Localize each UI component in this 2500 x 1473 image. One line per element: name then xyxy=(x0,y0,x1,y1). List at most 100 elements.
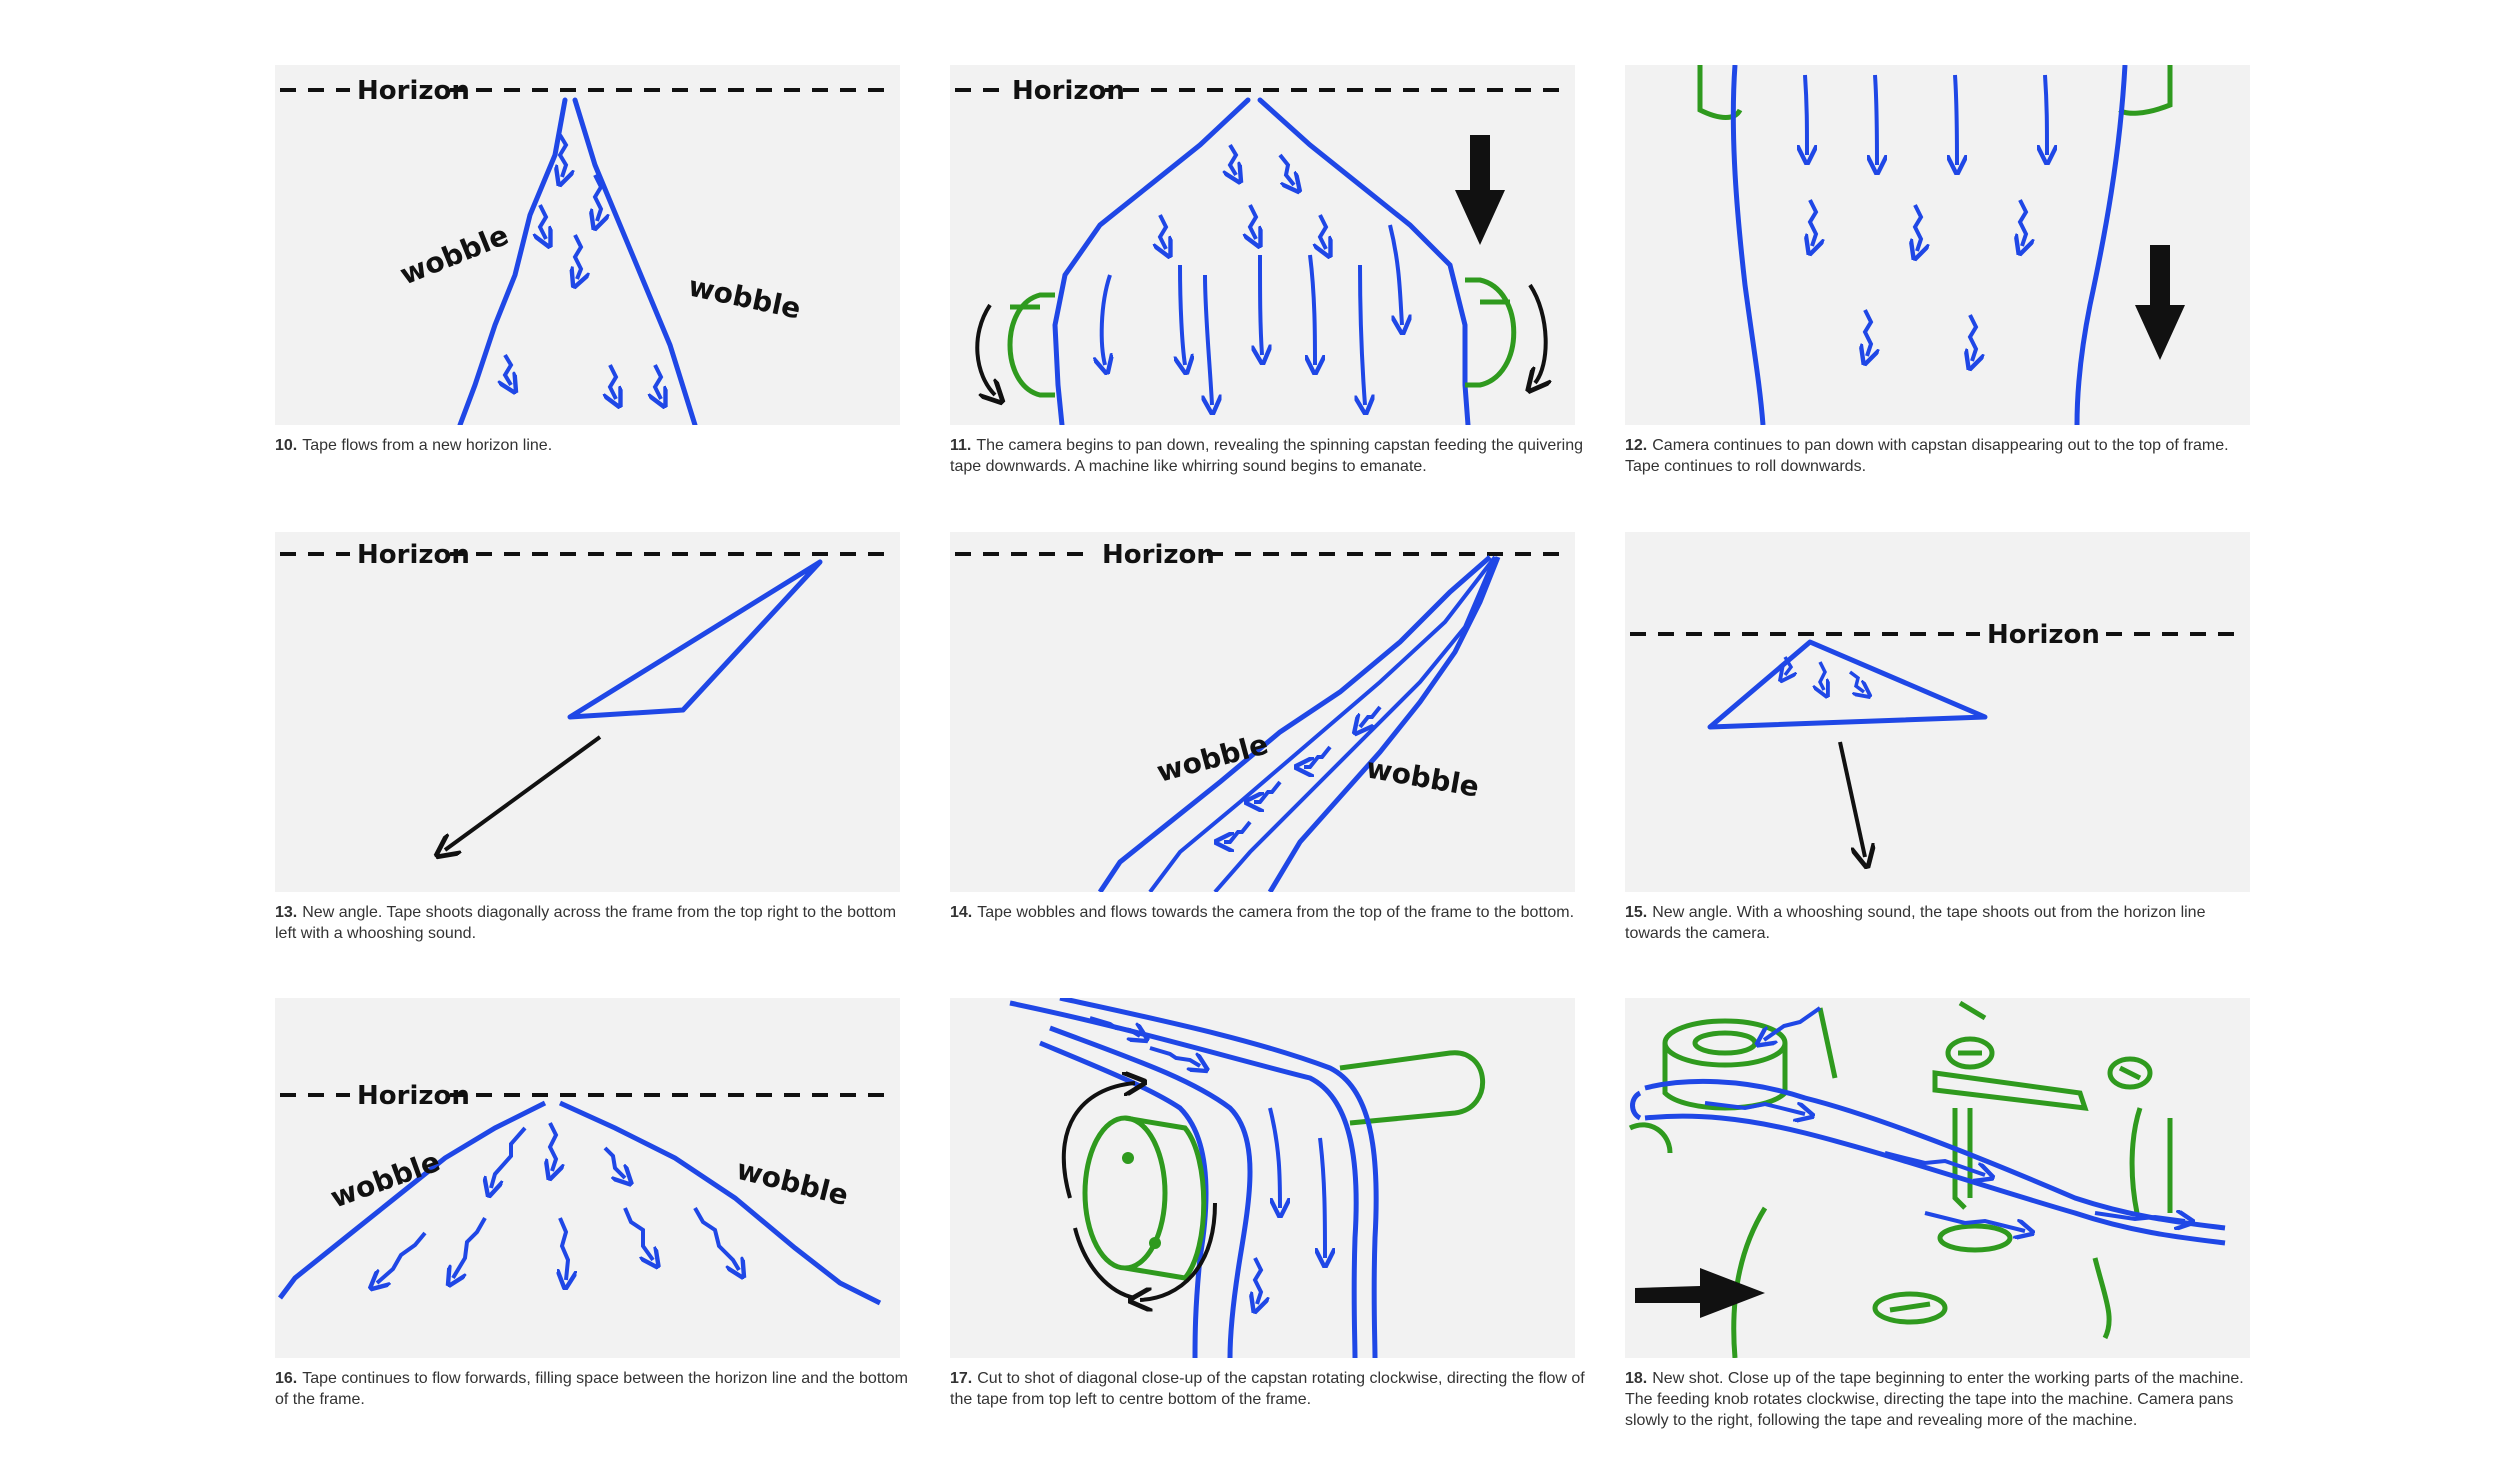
tape-edge-left xyxy=(1052,97,1251,425)
flow-arrow xyxy=(1254,780,1282,802)
panel-caption-text: Tape continues to flow forwards, filling… xyxy=(275,1370,908,1408)
machine-parts xyxy=(1628,1000,2173,1358)
panel-number: 12. xyxy=(1625,437,1648,454)
panel-11-sketch: Horizon xyxy=(955,71,1570,425)
tape-edge-right xyxy=(1267,556,1501,892)
tape-edge-right xyxy=(1257,97,1471,425)
flow-arrow xyxy=(575,234,581,279)
flow-arrow xyxy=(1205,274,1212,405)
flow-arrow xyxy=(1149,1046,1200,1066)
capstan-hole xyxy=(1149,1237,1161,1249)
tape-edge-right xyxy=(558,1100,882,1306)
panel-10-sketch: Horizon wobble wobble xyxy=(280,71,895,425)
panel-13-sketch: Horizon xyxy=(280,535,895,892)
rotation-arrow xyxy=(1140,1202,1217,1300)
pan-right-arrow xyxy=(1635,1268,1765,1318)
capstan-right xyxy=(1465,277,1517,388)
panel-12-caption: 12.Camera continues to pan down with cap… xyxy=(1625,435,2265,477)
flow-arrow xyxy=(1260,254,1262,355)
flow-arrow xyxy=(1388,224,1402,325)
horizon-label: Horizon xyxy=(1987,620,2100,650)
tape-edge-right xyxy=(2074,65,2128,425)
panel-caption-text: Cut to shot of diagonal close-up of the … xyxy=(950,1370,1585,1408)
flow-arrow xyxy=(1250,204,1256,239)
flow-arrow xyxy=(1278,153,1294,185)
panel-caption-text: New shot. Close up of the tape beginning… xyxy=(1625,1370,2244,1429)
flow-arrow xyxy=(1304,745,1332,767)
pan-down-arrow xyxy=(1455,135,1505,245)
flow-arrow xyxy=(1820,661,1825,690)
panel-14-caption: 14.Tape wobbles and flows towards the ca… xyxy=(950,902,1590,923)
panel-caption-text: The camera begins to pan down, revealing… xyxy=(950,437,1583,475)
wobble-label: wobble xyxy=(395,218,513,291)
panel-13-caption: 13.New angle. Tape shoots diagonally acr… xyxy=(275,902,915,944)
flow-arrow xyxy=(1848,670,1864,692)
flow-arrow xyxy=(1320,214,1326,249)
flow-arrow xyxy=(1785,656,1791,675)
horizon-label: Horizon xyxy=(1102,540,1215,570)
flow-arrow xyxy=(1160,214,1166,249)
flow-arrow xyxy=(1875,74,1877,165)
panel-16-frame: Horizon wobble wobble xyxy=(275,998,900,1358)
wobble-label: wobble xyxy=(1364,751,1482,803)
panel-10-caption: 10.Tape flows from a new horizon line. xyxy=(275,435,915,456)
motion-arrow xyxy=(1838,741,1865,857)
tape-band xyxy=(1039,1040,1209,1358)
horizon-label: Horizon xyxy=(1012,76,1125,106)
flow-arrow xyxy=(1089,1016,1140,1036)
panel-14-sketch: Horizon wobble wobble xyxy=(955,535,1570,892)
flow-arrow xyxy=(1102,274,1110,365)
flow-arrow xyxy=(453,1217,487,1278)
panel-11-caption: 11.The camera begins to pan down, reveal… xyxy=(950,435,1590,477)
flow-arrow xyxy=(1704,1101,1805,1114)
flow-arrow xyxy=(1180,264,1185,365)
flow-arrow xyxy=(1360,705,1382,727)
tape-strip xyxy=(567,559,823,720)
flow-arrow xyxy=(623,1207,653,1260)
flow-arrow xyxy=(1320,1137,1325,1258)
panel-number: 11. xyxy=(950,437,972,454)
flow-arrow xyxy=(595,174,601,221)
flow-arrow xyxy=(491,1126,527,1188)
flow-arrow xyxy=(1865,309,1871,356)
rotation-arrow xyxy=(975,303,995,395)
capstan-right xyxy=(2118,65,2173,116)
flow-arrow xyxy=(1230,143,1236,175)
tape-line xyxy=(1213,556,1497,892)
capstan-hole xyxy=(1122,1152,1134,1164)
panel-12-frame xyxy=(1625,65,2250,425)
panel-number: 16. xyxy=(275,1370,298,1387)
panel-number: 14. xyxy=(950,904,973,921)
tape-edge-left xyxy=(457,97,568,425)
tape-triangle xyxy=(1707,639,1988,730)
panel-16-caption: 16.Tape continues to flow forwards, fill… xyxy=(275,1368,915,1410)
panel-18-sketch xyxy=(1628,1000,2226,1358)
flow-arrow xyxy=(1268,1107,1280,1208)
capstan xyxy=(1082,1115,1207,1281)
wobble-label: wobble xyxy=(686,270,804,326)
rotation-arrow xyxy=(1073,1227,1136,1300)
panel-15-caption: 15.New angle. With a whooshing sound, th… xyxy=(1625,902,2265,944)
panel-caption-text: Tape flows from a new horizon line. xyxy=(302,437,553,454)
wobble-label: wobble xyxy=(1153,727,1271,788)
pan-down-arrow xyxy=(2135,245,2185,360)
panel-number: 18. xyxy=(1625,1370,1648,1387)
flow-arrow xyxy=(2094,1213,2185,1221)
panel-caption-text: Camera continues to pan down with capsta… xyxy=(1625,437,2229,475)
flow-arrow xyxy=(1924,1211,2025,1231)
flow-arrow xyxy=(693,1207,739,1270)
tape-band xyxy=(1059,998,1379,1358)
panel-number: 15. xyxy=(1625,904,1648,921)
panel-15-sketch: Horizon xyxy=(1630,615,2245,892)
capstan-left xyxy=(1697,65,1743,120)
rotation-arrow xyxy=(1530,283,1546,383)
panel-12-sketch xyxy=(1697,65,2185,425)
flow-arrow xyxy=(560,1217,568,1280)
tape-edge-left xyxy=(1730,65,1766,425)
panel-13-frame: Horizon xyxy=(275,532,900,892)
capstan-left xyxy=(1007,292,1055,398)
flow-arrow xyxy=(1884,1151,1985,1175)
flow-arrow xyxy=(603,1146,625,1178)
horizon-label: Horizon xyxy=(357,76,470,106)
tape-edge-right xyxy=(572,97,698,425)
